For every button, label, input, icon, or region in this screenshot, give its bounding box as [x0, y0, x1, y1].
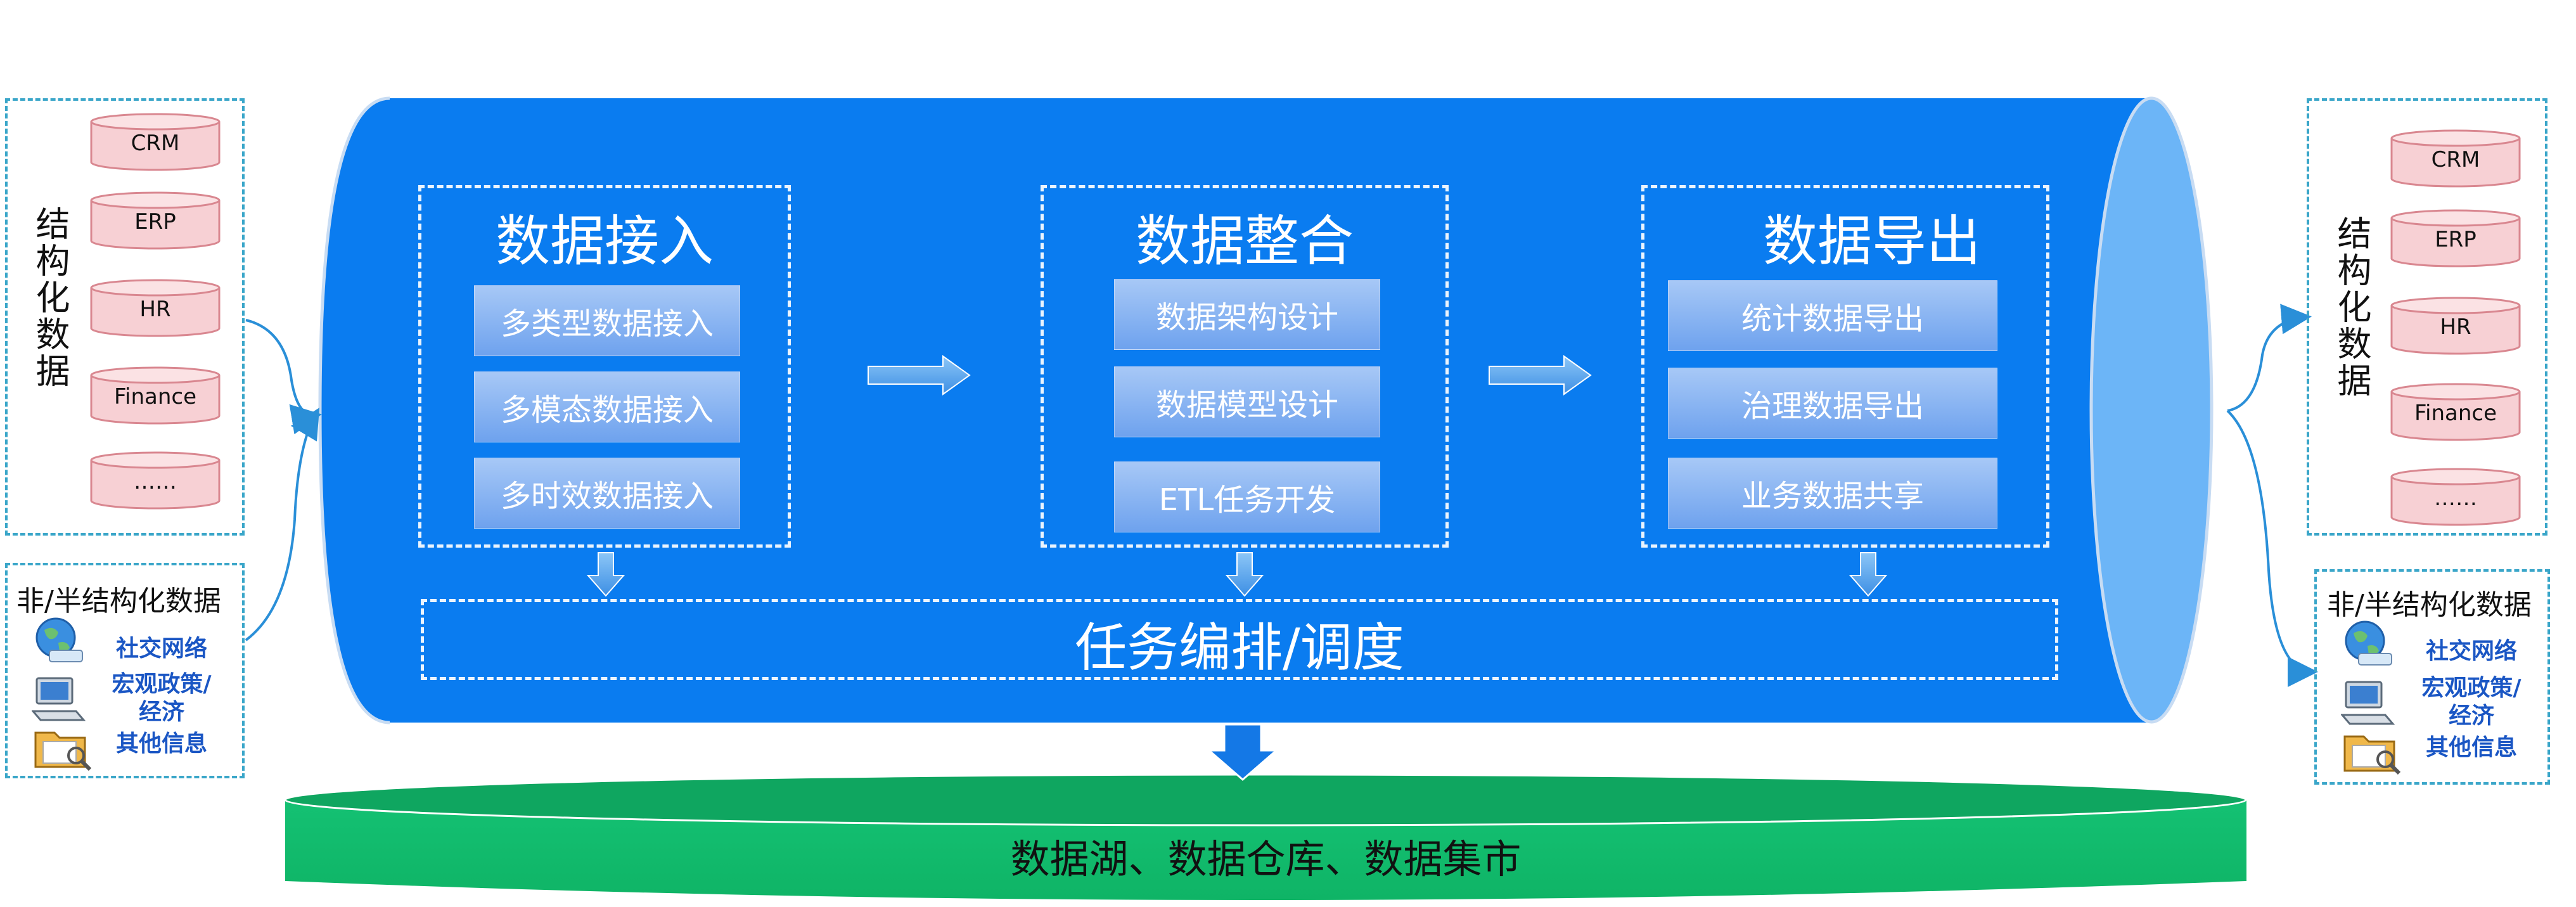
- down-arrow-ingest: [586, 552, 625, 597]
- export-section: [1641, 185, 2049, 548]
- right-db-more: ……: [2389, 468, 2522, 526]
- ingest-item-multitiming[interactable]: 多时效数据接入: [474, 458, 740, 529]
- folder-icon: [2343, 735, 2401, 775]
- integrate-section: [1041, 185, 1449, 548]
- integrate-title: 数据整合: [1136, 210, 1354, 273]
- left-structured-label: 结构化数据: [30, 206, 70, 390]
- connector-left-unstructured: [245, 408, 320, 641]
- right-item-social: 社交网络: [2425, 638, 2517, 664]
- export-item-business-share[interactable]: 业务数据共享: [1668, 458, 1997, 529]
- left-db-hr: HR: [89, 279, 222, 337]
- folder-icon: [34, 731, 92, 771]
- right-db-erp: ERP: [2389, 209, 2522, 267]
- computer-icon: [32, 677, 86, 721]
- down-arrow-integrate: [1225, 552, 1264, 597]
- right-unstructured-title: 非/半结构化数据: [2327, 589, 2532, 621]
- integrate-item-etl[interactable]: ETL任务开发: [1114, 461, 1380, 532]
- right-unstructured-box: [2314, 569, 2550, 785]
- scheduler-bar[interactable]: [421, 599, 2058, 680]
- ingest-title: 数据接入: [496, 210, 714, 273]
- left-db-more: ……: [89, 451, 222, 510]
- arrow-ingest-to-integrate: [868, 355, 971, 396]
- right-structured-box: [2307, 98, 2547, 536]
- globe-icon: [2345, 621, 2392, 666]
- left-db-crm: CRM: [89, 113, 222, 171]
- ingest-item-multitype[interactable]: 多类型数据接入: [474, 285, 740, 356]
- ingest-section: [418, 185, 791, 548]
- integrate-item-model[interactable]: 数据模型设计: [1114, 366, 1380, 437]
- left-unstructured-box: [5, 563, 245, 778]
- connector-right-unstructured: [2226, 409, 2318, 687]
- left-db-finance: Finance: [89, 366, 222, 425]
- down-arrow-storage: [1206, 723, 1279, 781]
- right-db-hr: HR: [2389, 297, 2522, 355]
- left-unstructured-title: 非/半结构化数据: [16, 585, 221, 617]
- computer-icon: [2341, 681, 2395, 725]
- right-db-finance: Finance: [2389, 383, 2522, 441]
- ingest-item-multimodal[interactable]: 多模态数据接入: [474, 371, 740, 442]
- integrate-item-architecture[interactable]: 数据架构设计: [1114, 279, 1380, 350]
- left-item-policy: 宏观政策/ 经济: [112, 671, 212, 725]
- left-item-social: 社交网络: [115, 636, 207, 662]
- storage-label: 数据湖、数据仓库、数据集市: [1010, 836, 1522, 882]
- export-item-statistics[interactable]: 统计数据导出: [1668, 280, 1997, 351]
- right-item-policy: 宏观政策/ 经济: [2421, 675, 2522, 729]
- arrow-integrate-to-export: [1489, 355, 1592, 396]
- storage-cylinder: [284, 773, 2247, 900]
- right-db-crm: CRM: [2389, 129, 2522, 188]
- right-structured-label: 结构化数据: [2331, 215, 2371, 399]
- connector-left-structured: [245, 319, 322, 435]
- export-item-governance[interactable]: 治理数据导出: [1668, 368, 1997, 439]
- left-db-erp: ERP: [89, 191, 222, 250]
- export-title: 数据导出: [1763, 210, 1981, 273]
- scheduler-label: 任务编排/调度: [1075, 618, 1404, 678]
- down-arrow-export: [1849, 552, 1888, 597]
- right-item-other: 其他信息: [2425, 735, 2517, 761]
- connector-right-structured: [2227, 304, 2312, 412]
- left-structured-box: [5, 98, 245, 536]
- left-item-other: 其他信息: [115, 731, 207, 757]
- globe-icon: [35, 617, 83, 662]
